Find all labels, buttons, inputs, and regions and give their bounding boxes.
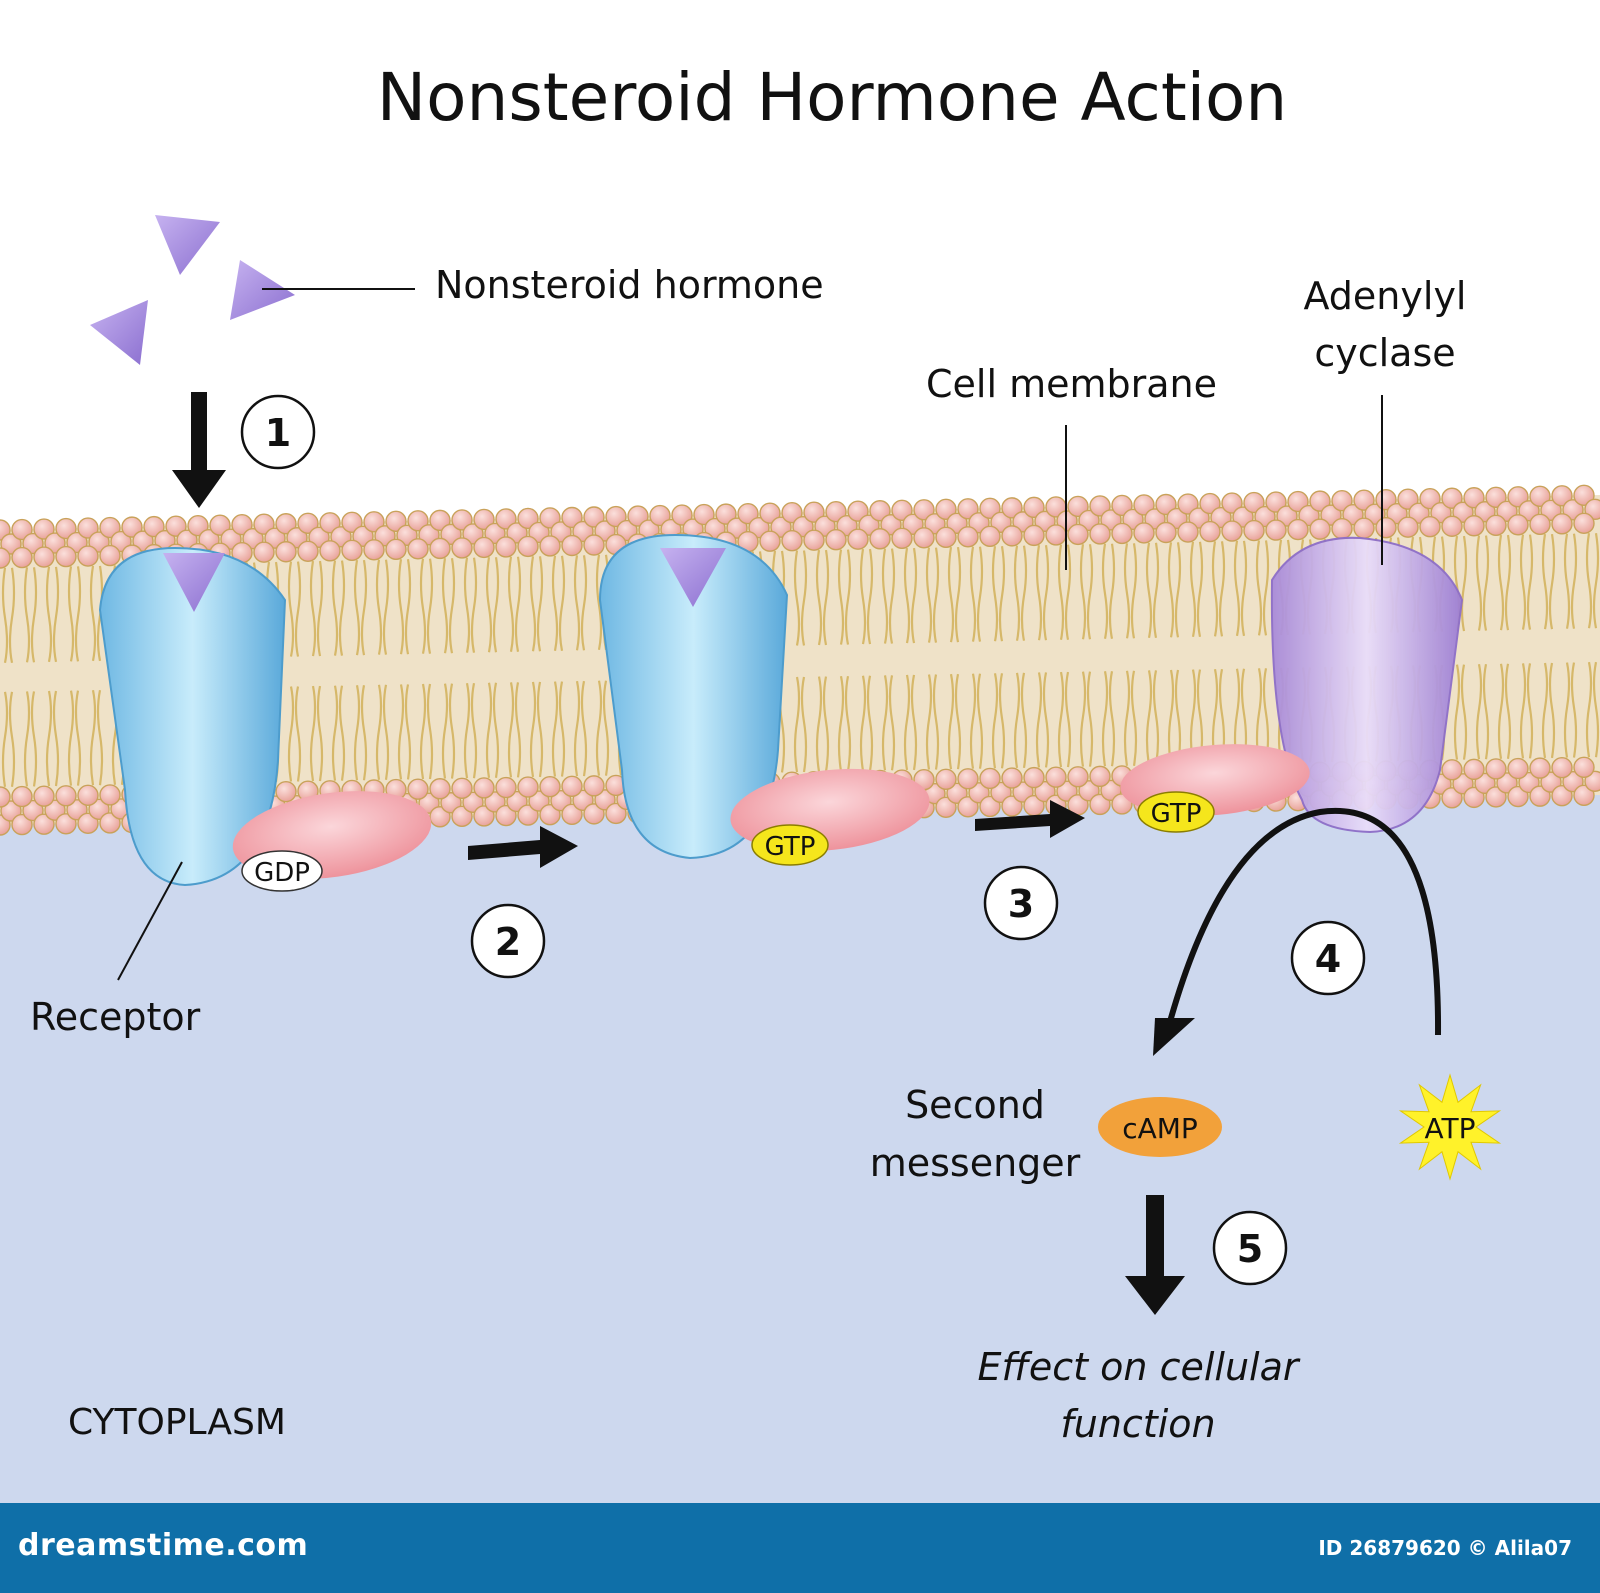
arrow-step-2 [468,826,578,868]
svg-text:ATP: ATP [1425,1112,1476,1145]
arrow-step-4 [1162,807,1442,1041]
footer-bar [0,1503,1600,1593]
arrow-step-5 [1125,1195,1185,1315]
svg-text:GDP: GDP [254,858,310,888]
svg-text:4: 4 [1315,937,1341,981]
hormone-label: Nonsteroid hormone [435,263,824,307]
svg-text:2: 2 [495,920,521,964]
svg-text:3: 3 [1008,882,1034,926]
adenylyl-cyclase [1270,536,1464,834]
arrow-step-4-head [1153,1018,1195,1056]
second-messenger-label-line2: messenger [870,1141,1081,1185]
step-4-badge: 4 [1290,920,1366,996]
receptor-protein [98,546,287,887]
step-5-badge: 5 [1212,1210,1288,1286]
svg-text:GTP: GTP [1151,799,1202,829]
svg-text:cAMP: cAMP [1122,1112,1198,1145]
receptor-protein-active [598,533,789,860]
adenylyl-label-line2: cyclase [1314,331,1455,375]
second-messenger-label-line1: Second [905,1083,1045,1127]
camp-tag: cAMP [1098,1097,1222,1157]
receptor-leader-line [117,861,183,981]
receptor-label: Receptor [30,995,201,1039]
bound-hormone-icon [660,548,726,607]
page-title: Nonsteroid Hormone Action [377,59,1288,136]
gtp-tag: GTP [751,824,829,866]
footer-site-name: dreamstime.com [18,1528,309,1563]
step-3-badge: 3 [983,865,1059,941]
svg-text:GTP: GTP [765,832,816,862]
arrow-step-3 [975,800,1085,838]
step-2-badge: 2 [470,903,546,979]
hormone-icon [155,215,220,275]
cytoplasm-label: CYTOPLASM [68,1402,286,1443]
gdp-tag: GDP [241,850,323,892]
effect-label-line2: function [1060,1402,1215,1446]
svg-text:5: 5 [1237,1227,1263,1271]
footer-image-id: ID 26879620 © Alila07 [1318,1536,1572,1560]
svg-text:1: 1 [265,411,291,455]
effect-label-line1: Effect on cellular [977,1345,1300,1389]
hormone-action-diagram: 1 2 3 4 5 GDP GTP GTP cAMP ATP Nonsteroi… [0,59,1600,1503]
adenylyl-label-line1: Adenylyl [1303,274,1466,318]
atp-star: ATP [1398,1073,1502,1181]
step-1-badge: 1 [240,394,316,470]
hormone-icon [90,300,148,365]
cell-membrane-label: Cell membrane [926,362,1217,406]
bound-hormone-icon [163,553,225,612]
gtp-tag: GTP [1137,791,1215,833]
arrow-step-1 [172,392,226,508]
